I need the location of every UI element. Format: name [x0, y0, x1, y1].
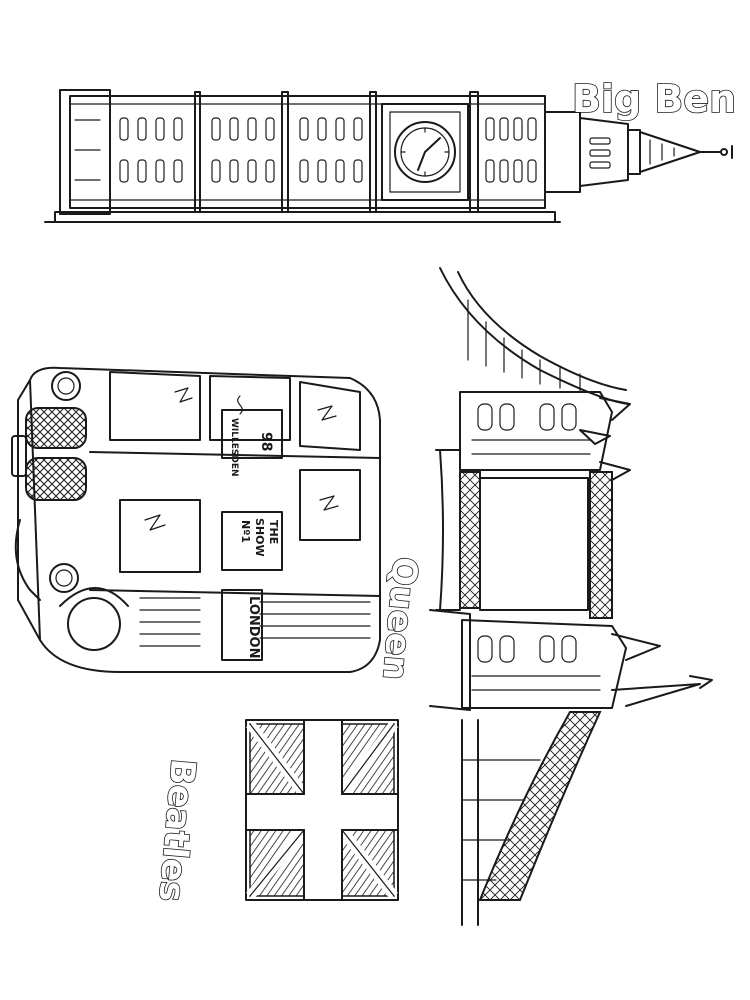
double-decker-bus: 98 WILLESDEN THE SHOW Nº1 LONDON — [11, 366, 381, 673]
big-ben-tower — [44, 89, 733, 223]
bus-destination: WILLESDEN — [229, 418, 239, 477]
tower-bridge — [429, 267, 713, 926]
bus-advert-line1: THE — [267, 520, 280, 544]
bus-advert-line3: Nº1 — [239, 520, 252, 543]
big-ben-label: Big Ben — [572, 77, 736, 121]
union-jack-flag — [245, 719, 399, 901]
beatles-label: Beatles — [151, 757, 203, 903]
bus-side-sign: LONDON — [246, 596, 261, 658]
bus-route-number: 98 — [258, 432, 274, 451]
bus-advert-line2: SHOW — [253, 518, 266, 557]
clock-face — [381, 103, 469, 201]
queen-label: Queen — [374, 555, 425, 681]
